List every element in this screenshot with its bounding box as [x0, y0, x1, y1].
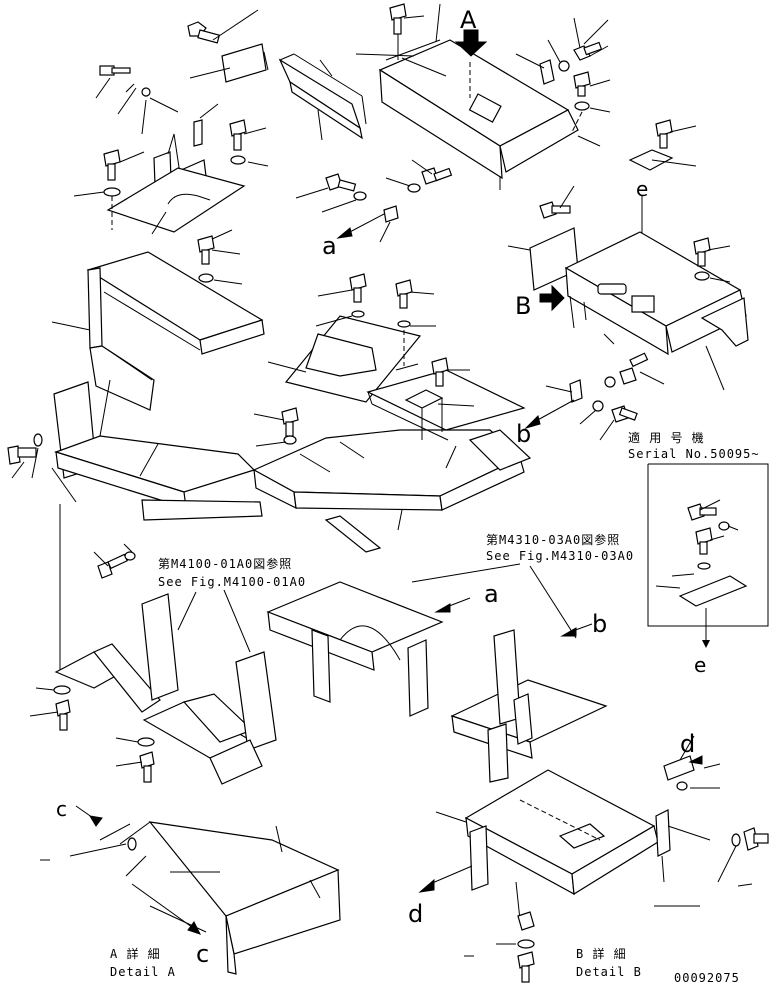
- bolt-icon: [103, 149, 121, 197]
- label-a-lower: a: [484, 580, 499, 608]
- bolt-icon: [695, 527, 713, 570]
- serial-jp: 適 用 号 機: [628, 430, 705, 445]
- detail-b-frame: [507, 119, 749, 441]
- bolt-icon: [687, 503, 717, 521]
- bolt-icon: [55, 699, 71, 731]
- label-e-upper: e: [636, 177, 648, 201]
- arrow-left-icon: [434, 603, 451, 613]
- top-plate-assembly: [355, 3, 611, 190]
- main-frame: [7, 229, 532, 579]
- bolt-icon: [517, 951, 535, 983]
- label-e-lower: e: [694, 653, 706, 677]
- bolt-icon: [197, 235, 215, 283]
- serial-box: 適 用 号 機 Serial No.50095~: [628, 430, 769, 648]
- label-b-lower: b: [592, 610, 607, 638]
- bolt-icon: [281, 407, 299, 445]
- arrow-right-icon: [539, 284, 565, 312]
- arrow-left-icon: [418, 878, 435, 893]
- mid-bolts: [295, 159, 453, 243]
- bolt-icon: [139, 751, 155, 783]
- ref-right-jp: 第M4310-03A0図参照: [486, 532, 620, 547]
- bolt-icon: [349, 273, 367, 318]
- bolt-icon: [655, 119, 673, 149]
- detail-a-jp: A 詳 細: [110, 946, 161, 961]
- bolt-icon: [573, 41, 603, 61]
- serial-en: Serial No.50095~: [628, 447, 760, 461]
- ref-left-jp: 第M4100-01A0図参照: [158, 556, 292, 571]
- stand-a: [266, 515, 471, 717]
- arrow-left-icon: [688, 755, 703, 765]
- bolt-icon: [389, 3, 407, 35]
- ref-right-en: See Fig.M4310-03A0: [486, 549, 634, 563]
- bolt-icon: [395, 279, 413, 328]
- label-d-lower: d: [408, 900, 423, 928]
- arrow-down-icon: [454, 29, 488, 57]
- detail-a-en: Detail A: [110, 965, 176, 979]
- pin-icon: [99, 65, 131, 76]
- arrow-left-icon: [560, 627, 577, 637]
- detail-b-en: Detail B: [576, 965, 642, 979]
- bolt-icon: [7, 445, 37, 465]
- legs: [29, 504, 277, 785]
- bolt-icon: [693, 237, 711, 281]
- bolt-icon: [187, 21, 221, 44]
- upper-left-fasteners: [73, 9, 269, 235]
- label-c-lower: c: [196, 940, 209, 968]
- detail-b-view: [418, 735, 769, 983]
- label-B: B: [515, 292, 531, 320]
- ref-left-en: See Fig.M4100-01A0: [158, 575, 306, 589]
- bolt-icon: [573, 71, 591, 111]
- stand-b: [450, 623, 608, 783]
- clip-icon: [539, 59, 555, 85]
- detail-a-view: [40, 805, 341, 975]
- bolt-icon: [611, 405, 638, 423]
- arrow-left-icon: [336, 227, 353, 239]
- label-b-upper: b: [516, 420, 531, 448]
- bolt-icon: [229, 119, 247, 165]
- channel-member: [278, 53, 367, 141]
- drawing-number: 00092075: [674, 971, 740, 985]
- bolt-icon: [97, 553, 129, 579]
- label-A: A: [460, 6, 477, 34]
- bolt-icon: [619, 352, 649, 385]
- arrow-left-icon: [524, 415, 541, 430]
- label-a-upper: a: [322, 232, 337, 260]
- detail-b-jp: B 詳 細: [576, 946, 627, 961]
- label-c-upper: c: [56, 797, 67, 821]
- bolt-icon: [325, 173, 357, 192]
- bolt-icon: [743, 827, 769, 851]
- bolt-icon: [421, 167, 453, 185]
- bolt-icon: [539, 201, 571, 219]
- label-d-upper: d: [680, 730, 695, 758]
